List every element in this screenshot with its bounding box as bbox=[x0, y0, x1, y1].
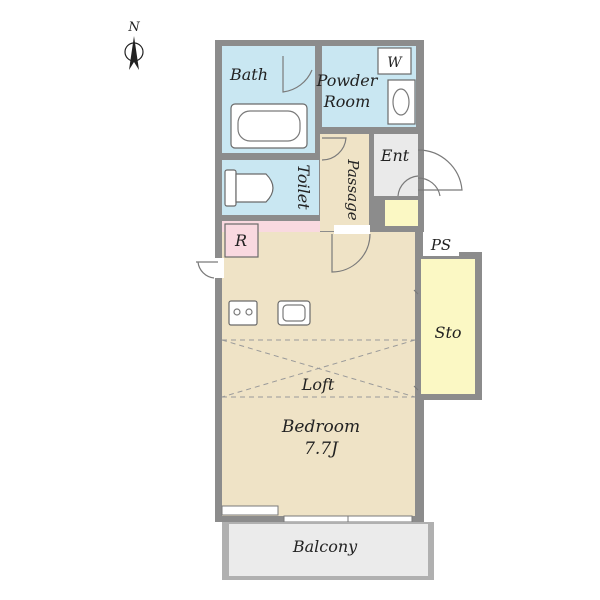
bath-label: Bath bbox=[229, 65, 268, 84]
entrance-door-swing bbox=[417, 149, 463, 191]
compass-north-label: N bbox=[127, 20, 140, 35]
bedroom-label-line1: Bedroom bbox=[281, 417, 360, 437]
bath-door-swing bbox=[282, 56, 313, 93]
washer-label: W bbox=[387, 55, 403, 71]
loft-outline bbox=[221, 339, 416, 398]
vanity-sink bbox=[387, 79, 416, 125]
entrance-door-swing-small bbox=[417, 177, 441, 197]
storage-door-marks bbox=[413, 289, 419, 391]
pipe-space bbox=[423, 232, 459, 256]
bedroom-door-swing bbox=[331, 233, 371, 273]
pipe-space-label: PS bbox=[430, 236, 451, 254]
balcony bbox=[222, 522, 434, 580]
refrigerator-space bbox=[224, 223, 259, 258]
bedroom-label-line2: 7.7J bbox=[304, 439, 339, 459]
shoe-cabinet bbox=[221, 505, 279, 516]
bedroom bbox=[222, 232, 415, 516]
loft-label: Loft bbox=[301, 375, 335, 394]
kitchen-sink bbox=[277, 300, 311, 326]
storage-room bbox=[421, 259, 475, 394]
side-window-swing bbox=[196, 261, 218, 279]
entrance-label: Ent bbox=[380, 146, 410, 165]
entrance-door-swing-inner bbox=[397, 175, 419, 197]
powder-room-label-line1: Powder bbox=[316, 71, 379, 90]
kitchen-stove bbox=[228, 300, 258, 326]
balcony-label: Balcony bbox=[292, 537, 358, 556]
passage-opening bbox=[334, 225, 370, 234]
powder-room-label-line2: Room bbox=[323, 92, 370, 111]
toilet-fixture bbox=[224, 169, 274, 207]
storage-label: Sto bbox=[434, 323, 461, 342]
passage-label: Passage bbox=[344, 158, 362, 220]
compass-arrow-icon bbox=[129, 36, 139, 70]
washer-space bbox=[377, 47, 412, 75]
refrigerator-label: R bbox=[234, 231, 247, 250]
toilet-label: Toilet bbox=[294, 164, 313, 210]
passage-area bbox=[320, 134, 369, 231]
bathtub bbox=[230, 103, 308, 149]
compass: N bbox=[124, 20, 144, 70]
passage-door-swing bbox=[321, 137, 347, 161]
entrance-area bbox=[374, 134, 418, 196]
entry-step bbox=[385, 200, 418, 226]
